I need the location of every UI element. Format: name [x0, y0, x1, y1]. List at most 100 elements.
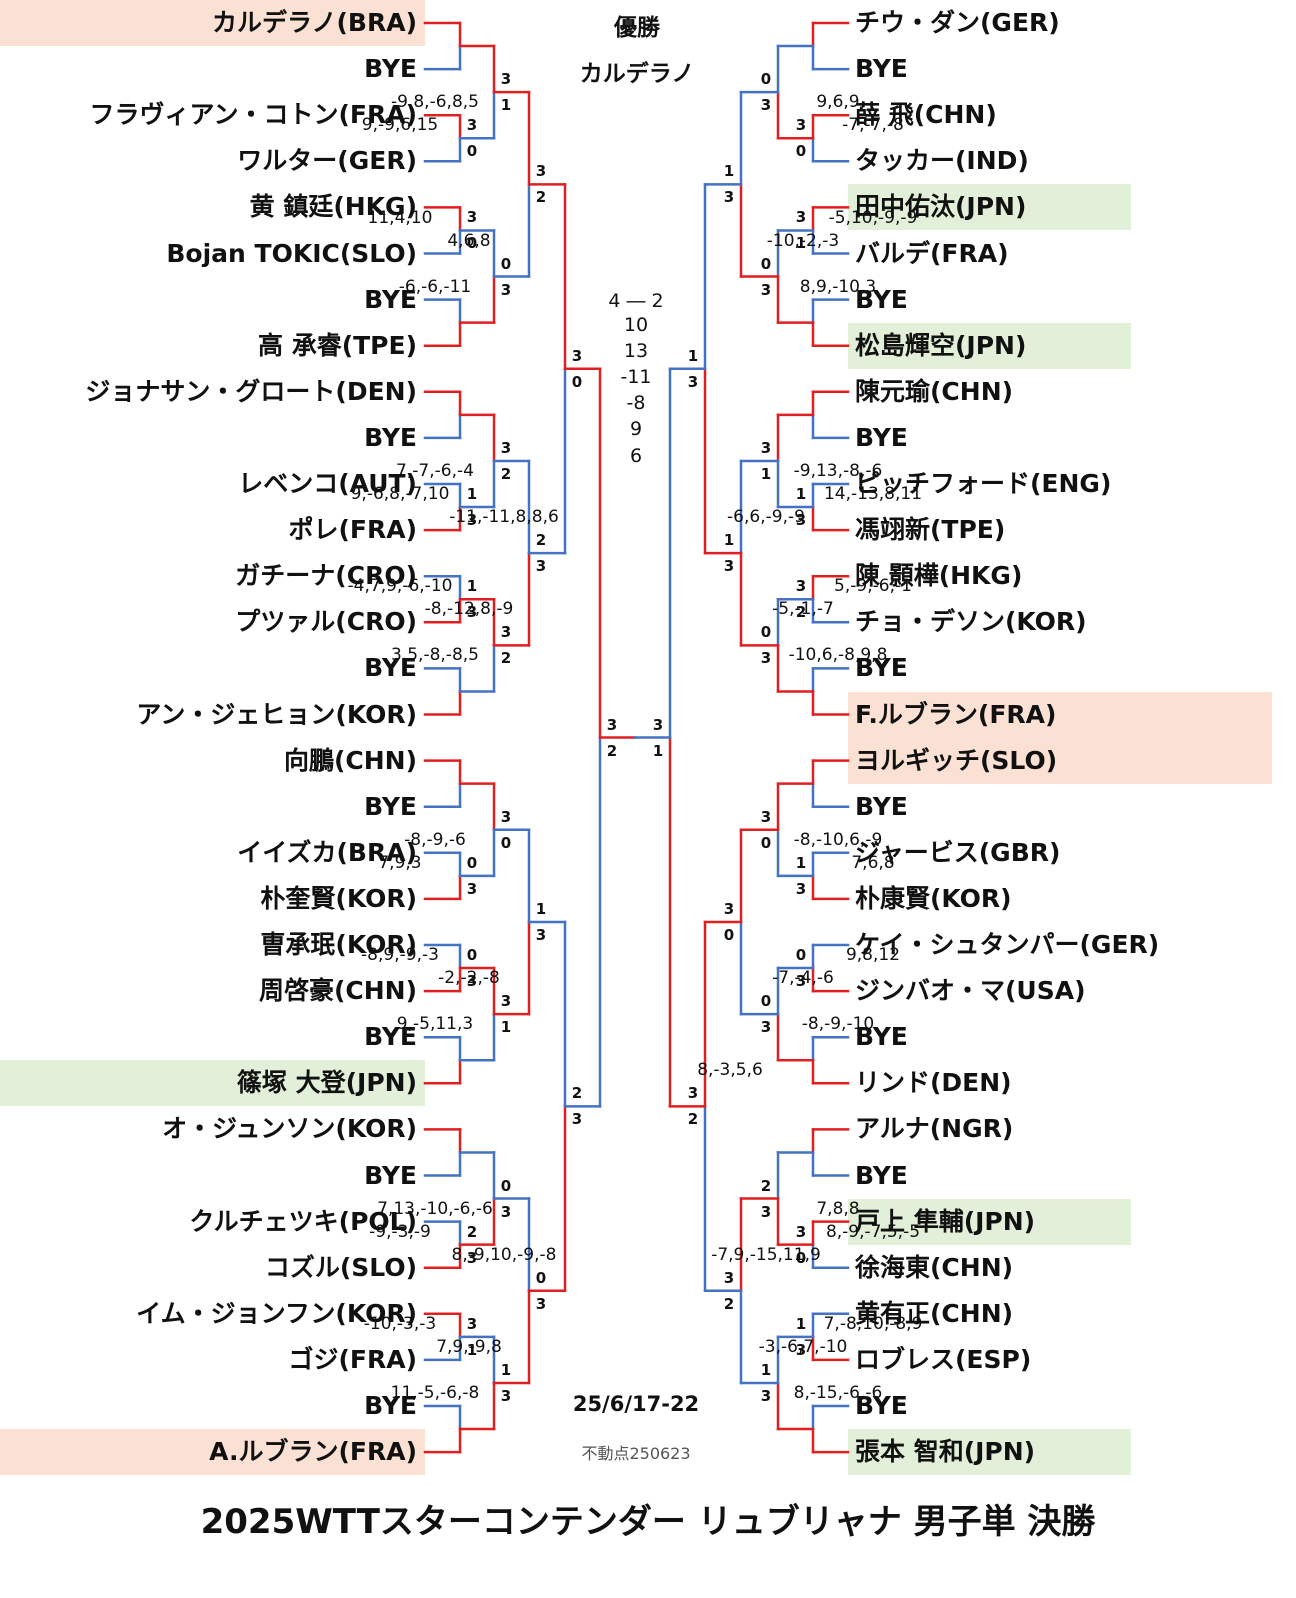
- player-name: アルナ(NGR): [855, 1114, 1014, 1144]
- player-name: BYE: [364, 1022, 417, 1052]
- game-scores: 9,-5,11,3: [396, 1014, 474, 1035]
- match-score: 0: [760, 992, 772, 1011]
- match-score: 2: [535, 531, 547, 550]
- match-score: 3: [606, 715, 618, 734]
- player-name: クルチェツキ(POL): [189, 1206, 417, 1236]
- match-score: 3: [795, 1340, 807, 1359]
- match-score: 2: [571, 1084, 583, 1103]
- player-name: BYE: [855, 54, 908, 84]
- game-scores: 8,-9,-7,5,-5: [825, 1221, 921, 1242]
- game-scores: -3,-6,7,-10: [758, 1336, 848, 1357]
- player-name: 張本 智和(JPN): [855, 1437, 1036, 1467]
- player-name: 周啓豪(CHN): [258, 976, 417, 1006]
- game-scores: -10,-2,-3: [766, 230, 840, 251]
- match-score: 3: [723, 188, 735, 207]
- match-score: 3: [500, 992, 512, 1011]
- game-scores: -6,-6,-11: [398, 276, 472, 297]
- match-score: 3: [571, 1110, 583, 1129]
- game-scores: -8,-9,-6: [404, 829, 466, 850]
- player-name: BYE: [364, 284, 417, 314]
- game-scores: 8,-3,5,6: [697, 1060, 763, 1081]
- player-name: プツァル(CRO): [235, 607, 417, 637]
- player-name: 薛 飛(CHN): [855, 100, 997, 130]
- player-name: BYE: [364, 422, 417, 452]
- player-name: ガチーナ(CRO): [235, 561, 417, 591]
- game-scores: -8,-12,8,-9: [424, 599, 514, 620]
- final-game-4: -8: [626, 392, 646, 414]
- match-score: 3: [500, 1202, 512, 1221]
- match-score: 3: [466, 603, 478, 622]
- match-score: 2: [760, 1176, 772, 1195]
- game-scores: 9,-9,6,15: [361, 115, 439, 136]
- match-score: 3: [795, 577, 807, 596]
- game-scores: -7,-7,-8: [842, 115, 904, 136]
- game-scores: 7,9,3: [378, 852, 422, 873]
- player-highlight: [0, 1429, 425, 1476]
- match-score: 3: [500, 807, 512, 826]
- player-name: イイズカ(BRA): [237, 837, 417, 867]
- player-name: ケイ・シュタンパー(GER): [855, 930, 1160, 959]
- page-title: 2025WTTスターコンテンダー リュブリャナ 男子単 決勝: [200, 1502, 1096, 1542]
- match-score: 0: [466, 142, 478, 161]
- final-game-1: 10: [623, 314, 649, 336]
- player-name: BYE: [855, 284, 908, 314]
- update-note: 不動点250623: [581, 1444, 691, 1463]
- player-name: 田中佑汰(JPN): [855, 192, 1027, 222]
- match-score: 3: [500, 280, 512, 299]
- match-score: 3: [466, 1314, 478, 1333]
- match-score: 3: [795, 208, 807, 227]
- match-score: 1: [466, 577, 478, 596]
- match-score: 3: [687, 372, 699, 391]
- match-score: 3: [760, 807, 772, 826]
- player-name: A.ルブラン(FRA): [209, 1437, 417, 1467]
- player-name: BYE: [364, 791, 417, 821]
- player-name: 黄 鎮廷(HKG): [249, 192, 417, 222]
- match-score: 3: [466, 972, 478, 991]
- game-scores: -10,-3,-3: [363, 1313, 437, 1334]
- match-score: 1: [500, 96, 512, 115]
- match-score: 0: [760, 254, 772, 273]
- game-scores: -2,-2,-8: [438, 968, 500, 989]
- final-game-2: 13: [623, 340, 649, 362]
- match-score: 1: [723, 162, 735, 181]
- match-score: 3: [571, 346, 583, 365]
- match-score: 3: [466, 511, 478, 530]
- player-name: 篠塚 大登(JPN): [236, 1068, 417, 1098]
- match-score: 0: [466, 946, 478, 965]
- player-highlight: [848, 691, 1272, 738]
- player-name: ジンバオ・マ(USA): [855, 976, 1086, 1006]
- game-scores: 7,-7,-6,-4: [396, 461, 474, 482]
- game-scores: 7,9,-9,8: [436, 1336, 502, 1357]
- player-name: 徐海東(CHN): [855, 1252, 1014, 1282]
- match-score: 3: [466, 208, 478, 227]
- match-score: 3: [795, 879, 807, 898]
- match-score: 1: [760, 464, 772, 483]
- game-scores: 9,-6,8,-7,10: [350, 484, 450, 505]
- player-name: BYE: [855, 1391, 908, 1420]
- player-name: ジョナサン・グロート(DEN): [85, 376, 417, 406]
- match-score: 3: [466, 116, 478, 135]
- game-scores: -8,-9,-10: [801, 1014, 875, 1035]
- match-score: 1: [466, 485, 478, 504]
- game-scores: 7,-8,10,-8,9: [823, 1313, 923, 1334]
- player-name: BYE: [855, 653, 908, 683]
- game-scores: -7,9,-15,11,9: [711, 1244, 821, 1265]
- game-scores: -8,-10,6,-9: [793, 829, 883, 850]
- match-score: 1: [500, 1360, 512, 1379]
- player-name: チウ・ダン(GER): [855, 8, 1060, 37]
- player-name: 高 承睿(TPE): [257, 330, 417, 360]
- game-scores: -4,7,9,-6,-10: [347, 576, 453, 597]
- game-scores: 9,6,9: [816, 92, 860, 113]
- final-game-3: -11: [620, 366, 652, 388]
- player-name: Bojan TOKIC(SLO): [166, 238, 417, 268]
- player-highlight: [848, 184, 1131, 231]
- final-game-6: 6: [629, 445, 643, 467]
- match-score: 1: [795, 234, 807, 253]
- match-score: 3: [723, 1268, 735, 1287]
- match-score: 3: [652, 715, 664, 734]
- final-game-5: 9: [629, 418, 643, 440]
- match-score: 0: [795, 142, 807, 161]
- match-score: 3: [760, 438, 772, 457]
- player-name: 朴奎賢(KOR): [260, 883, 417, 913]
